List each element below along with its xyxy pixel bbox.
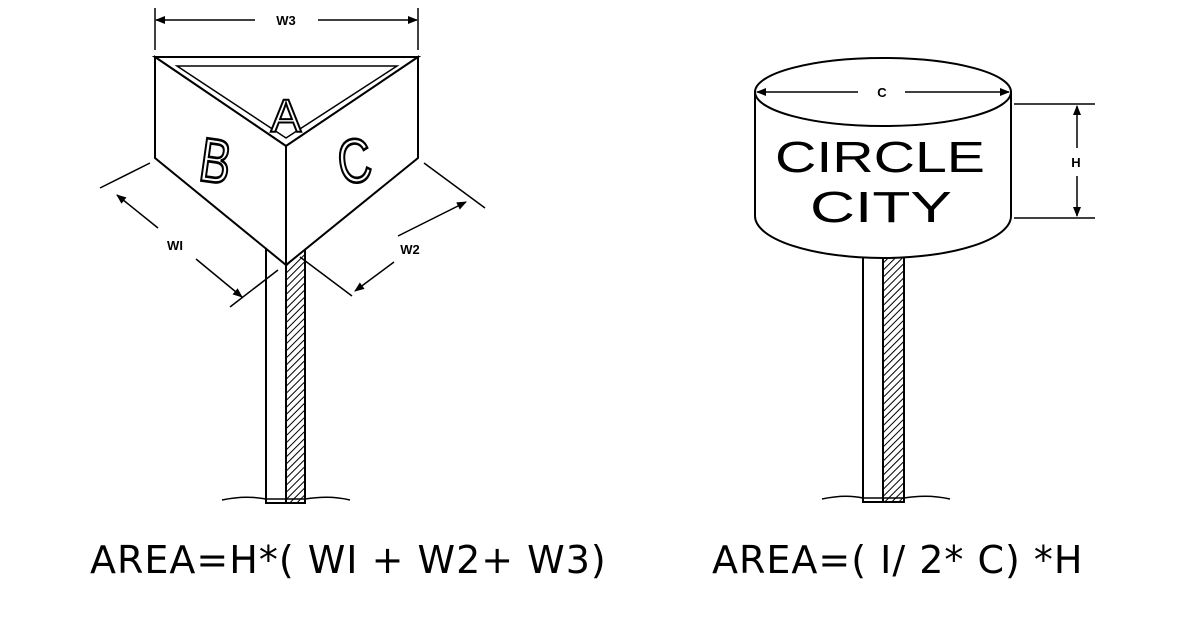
cylinder-body [754, 92, 1012, 259]
cylinder-top [754, 57, 1012, 127]
triangle-area-formula: AREA=H*( WI + W2+ W3) [90, 538, 607, 582]
triangle-post-shading [285, 249, 306, 504]
w2-dimension-line-b [354, 261, 395, 292]
w1-dimension-label: WI [167, 238, 183, 253]
c-dimension-label: C [877, 85, 887, 100]
w1-dimension-line-b [195, 258, 243, 298]
w2-extension-top [423, 162, 486, 209]
sign-text-line-2: CITY [810, 183, 952, 232]
triangle-post [265, 249, 287, 504]
w1-extension-bottom [229, 269, 279, 308]
h-dimension-label: H [1071, 155, 1080, 170]
triangle-sign [99, 8, 486, 504]
w1-dimension-line-a [116, 194, 159, 229]
triangle-face-letter-a: A [271, 90, 302, 142]
circle-area-formula: AREA=( I/ 2* C) *H [712, 538, 1084, 582]
w2-dimension-line-a [397, 201, 467, 237]
w2-extension-bottom [299, 256, 353, 297]
circle-ground-line [821, 495, 951, 500]
circle-post-shading [882, 255, 905, 503]
w1-extension-top [99, 162, 151, 189]
circle-sign [754, 57, 1095, 503]
w2-dimension-label: W2 [400, 242, 420, 257]
w3-dimension-label: W3 [276, 13, 296, 28]
sign-text-line-1: CIRCLE [775, 133, 985, 182]
circle-post [862, 255, 884, 503]
triangle-right-face [285, 55, 419, 268]
triangle-ground-line [221, 496, 351, 501]
triangle-top-inner-rim [174, 65, 400, 139]
